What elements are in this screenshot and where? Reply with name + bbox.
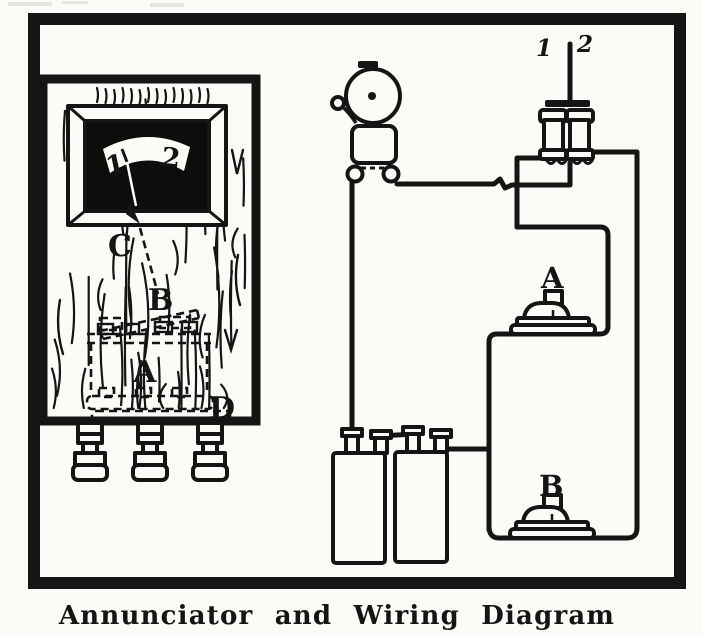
binding-posts: [71, 421, 229, 482]
battery-right: [393, 425, 453, 564]
label-magnet-a: A: [132, 355, 157, 390]
wire-button-b-loop: [486, 149, 640, 541]
figure-caption: Annunciator and Wiring Diagram: [58, 601, 615, 631]
wiring-diagram: 1 2 A: [330, 31, 640, 565]
binding-post: [71, 421, 109, 482]
coil-feet: [544, 158, 595, 165]
binding-post: [131, 421, 169, 482]
bell-terminal-right: [381, 164, 401, 184]
label-base-d: D: [209, 391, 235, 426]
circuit-wires: [349, 41, 640, 541]
battery-cells: [331, 425, 453, 565]
bell-hammer-arm: [341, 105, 358, 124]
print-artifacts: [8, 1, 184, 7]
picture-frame-border: [28, 13, 686, 589]
push-button-a: A: [509, 261, 597, 336]
bell-magnet-box: [350, 124, 398, 165]
window-black-field: [83, 119, 211, 213]
wire-coil-branch: [514, 155, 547, 230]
electric-bell: [330, 61, 402, 184]
bell-terminal-left: [345, 164, 365, 184]
label-armature-b: B: [148, 283, 173, 318]
magnet-rail: [87, 320, 211, 395]
pointer-linkage-line: [138, 227, 160, 295]
bell-top-tab: [358, 61, 378, 68]
dial-number-2: 2: [160, 142, 182, 175]
wire-bell-to-coil: [394, 160, 573, 191]
annunciator-box: 1 2: [38, 74, 261, 482]
dial-arc-band: [103, 136, 190, 173]
wire-to-button-a: [486, 224, 611, 533]
annunciator-coils: [538, 100, 595, 165]
dial-window: 1 2: [66, 104, 228, 227]
label-line-1: 1: [536, 35, 552, 62]
window-bevel-lines: [67, 104, 227, 227]
push-button-b: B: [508, 469, 596, 540]
wood-grain-texture: [50, 86, 247, 410]
battery-left: [331, 427, 393, 565]
base-plate: [85, 386, 232, 422]
binding-post: [191, 421, 229, 482]
coil-mounting-bar: [545, 100, 590, 107]
bell-hammer-ball: [330, 95, 346, 111]
label-pointer-c: C: [108, 229, 132, 264]
pointer-needle: [120, 148, 140, 224]
bell-gong-center: [368, 92, 376, 100]
armature-bar: [98, 308, 201, 341]
drop-mechanism: [85, 227, 232, 422]
label-line-2: 2: [576, 31, 593, 58]
